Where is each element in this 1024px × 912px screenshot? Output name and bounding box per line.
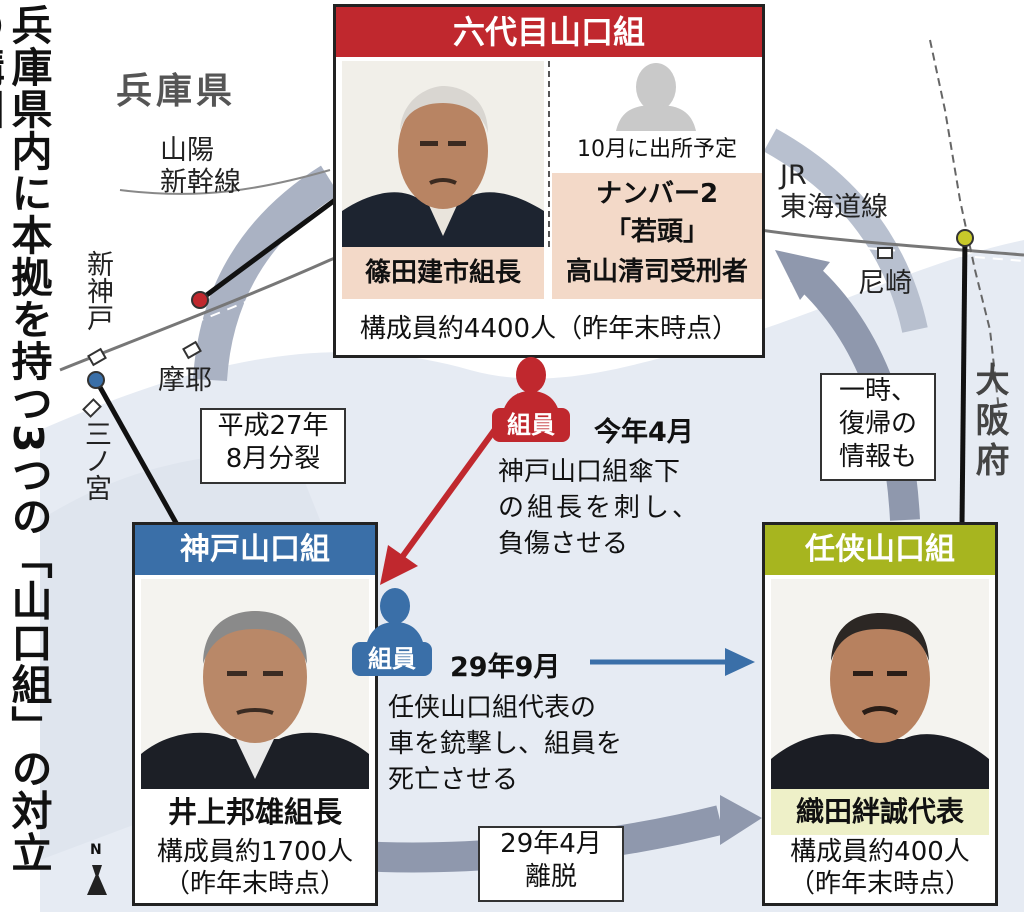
rokudaime-leader-name: 篠田建市組長 xyxy=(364,258,521,288)
wakagashira-number2: ナンバー2 xyxy=(595,179,719,209)
kobe-leader-photo xyxy=(141,579,369,789)
station-amagasaki-label: 尼崎 xyxy=(858,268,912,299)
stabbing-date: 今年4月 xyxy=(594,417,694,448)
rokudaime-members: 構成員約4400人（昨年末時点） xyxy=(359,314,739,344)
prefecture-hyogo-label: 兵庫県 xyxy=(116,70,237,112)
rokudaime-header: 六代目山口組 xyxy=(336,7,762,57)
stabbing-description-1: 神戸山口組傘下 xyxy=(498,457,681,487)
stabbing-member-badge: 組員 xyxy=(492,408,570,442)
kobe-members-date: （昨年末時点） xyxy=(163,869,346,899)
kobe-box: 神戸山口組 井上邦雄組長 構成員約1700人 （昨年末時点） xyxy=(132,522,378,906)
split-note-line2: 8月分裂 xyxy=(225,444,321,474)
shooting-member-silhouette xyxy=(362,586,428,646)
stabbing-description-3: 負傷させる xyxy=(498,529,629,559)
shooting-date: 29年9月 xyxy=(450,652,561,683)
kobe-members-count: 構成員約1700人 xyxy=(156,837,354,867)
marker-kobe xyxy=(87,371,105,389)
wakagashira-panel xyxy=(552,173,762,299)
ninkyo-box: 任侠山口組 織田絆誠代表 構成員約400人 （昨年末時点） xyxy=(762,522,998,906)
rokudaime-leader-panel xyxy=(342,247,544,299)
ninkyo-header: 任侠山口組 xyxy=(765,525,995,575)
ninkyo-leader-name: 織田絆誠代表 xyxy=(795,795,964,828)
split-note: 平成27年 8月分裂 xyxy=(200,408,346,484)
compass-north-label: N xyxy=(90,842,102,858)
rokudaime-leader-photo xyxy=(342,61,544,247)
shooting-description-2: 車を銃撃し、組員を xyxy=(388,729,623,759)
marker-rokudaime xyxy=(191,291,209,309)
return-info-note: 一時、 復帰の 情報も xyxy=(820,373,936,481)
jr-line-label: JR 東海道線 xyxy=(780,160,888,223)
ninkyo-members-date: （昨年末時点） xyxy=(788,869,971,899)
rokudaime-divider xyxy=(548,61,550,247)
page-title: 兵庫県内に本拠を持つ3つの「山口組」の対立の構図 xyxy=(0,4,52,874)
prefecture-osaka-label: 大阪府 xyxy=(969,362,1009,482)
rokudaime-box: 六代目山口組 10月に出所予定 ナンバー2 「若頭」 高山清司受刑者 篠田建市組… xyxy=(333,4,765,358)
kobe-header: 神戸山口組 xyxy=(135,525,375,575)
shinkansen-label: 山陽 新幹線 xyxy=(160,135,241,198)
return-info-line3: 情報も xyxy=(838,442,917,472)
shooting-member-badge: 組員 xyxy=(352,642,432,676)
station-shinkobe-label: 新神戸 xyxy=(82,250,113,331)
return-info-line1: 一時、 xyxy=(838,376,917,406)
leave-note-line1: 29年4月 xyxy=(500,829,602,859)
stabbing-member-silhouette xyxy=(498,355,564,415)
shooting-description-1: 任侠山口組代表の xyxy=(388,693,597,723)
ninkyo-leader-photo xyxy=(771,579,989,789)
wakagashira-silhouette xyxy=(611,61,701,131)
split-note-line1: 平成27年 xyxy=(217,411,329,441)
wakagashira-release-note: 10月に出所予定 xyxy=(577,137,737,162)
return-info-line2: 復帰の xyxy=(838,409,917,439)
station-maya-label: 摩耶 xyxy=(158,365,212,396)
marker-ninkyo xyxy=(956,229,974,247)
stabbing-description-2: の組長を刺し、 xyxy=(498,493,702,523)
shooting-description-3: 死亡させる xyxy=(388,765,519,795)
wakagashira-name: 高山清司受刑者 xyxy=(565,257,748,287)
wakagashira-title: 「若頭」 xyxy=(604,217,709,247)
kobe-leader-name: 井上邦雄組長 xyxy=(167,795,342,829)
station-sannomiya-label: 三ノ宮 xyxy=(80,420,111,501)
leave-note-line2: 離脱 xyxy=(524,862,577,892)
leave-note: 29年4月 離脱 xyxy=(478,826,624,902)
ninkyo-members-count: 構成員約400人 xyxy=(790,837,970,867)
ninkyo-leader-panel xyxy=(771,789,989,835)
